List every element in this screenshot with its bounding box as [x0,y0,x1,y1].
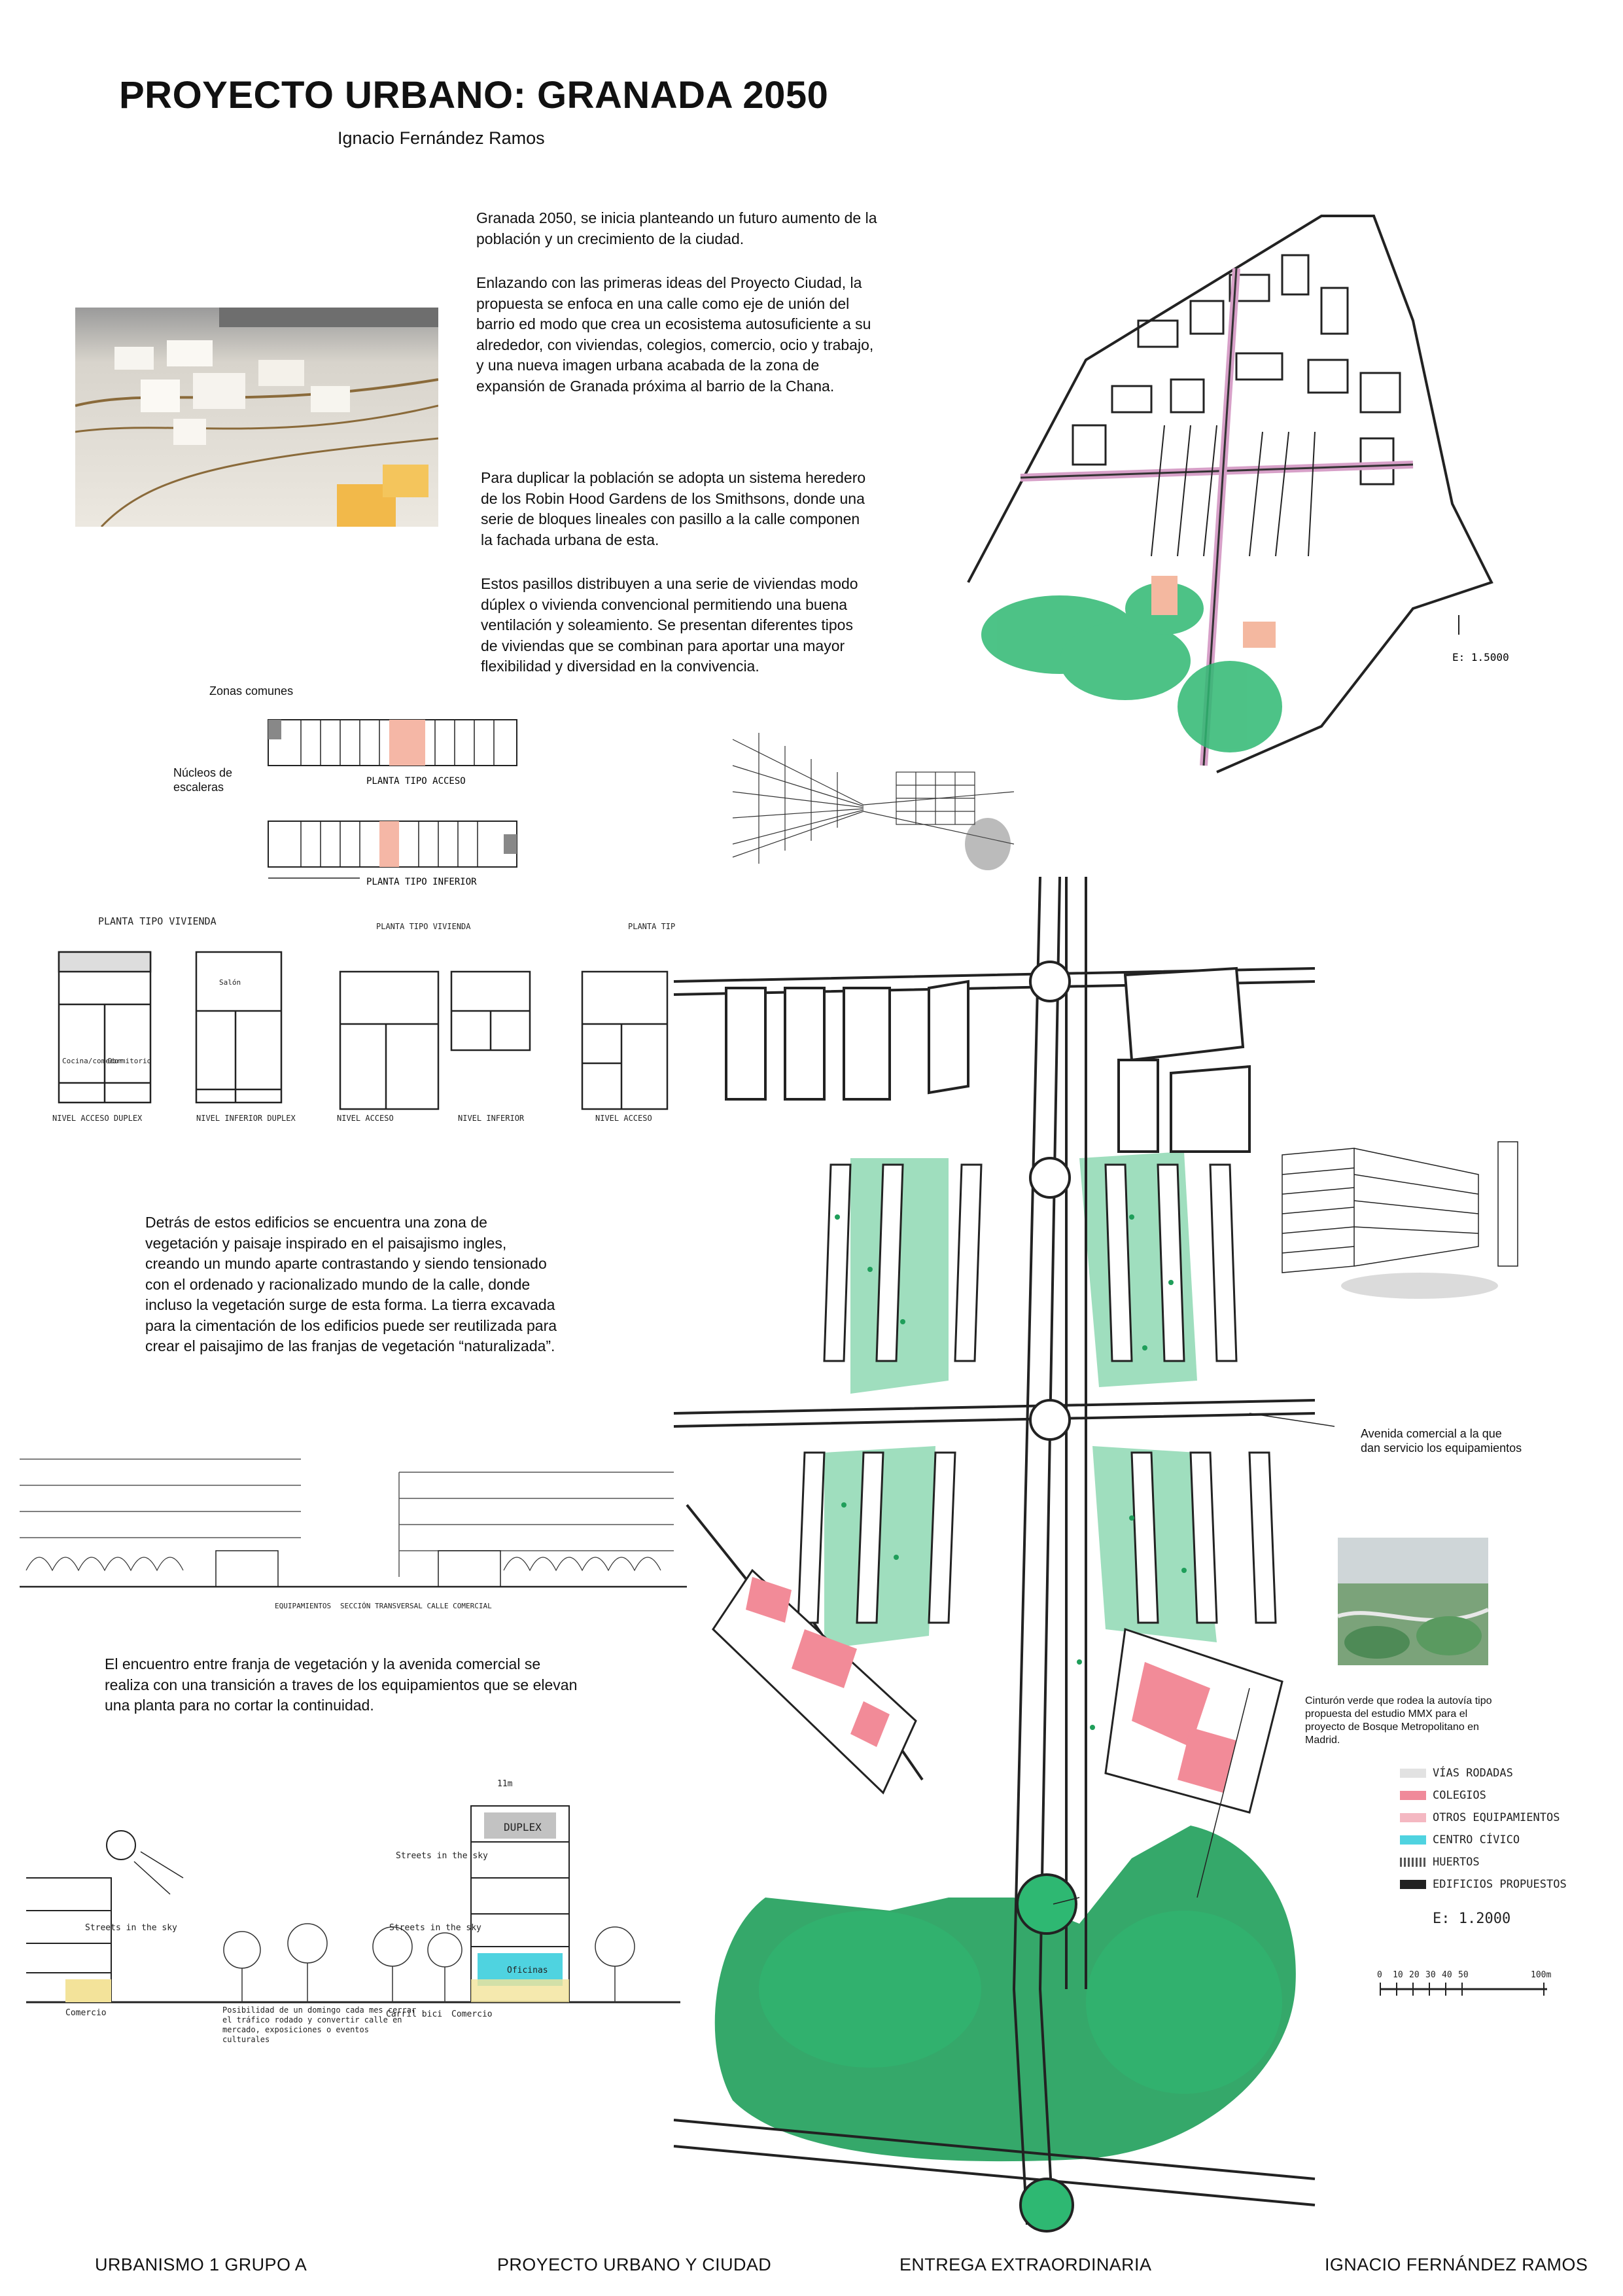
footer-delivery: ENTREGA EXTRAORDINARIA [899,2255,1152,2274]
section-label-equipamientos: EQUIPAMIENTOS [275,1602,331,1610]
dormitorio-label: Dormitorio [108,1057,151,1065]
scale-tick: 20 [1409,1970,1420,1980]
planta-vivienda-2: PLANTA TIPO VIVIENDA [376,922,471,931]
comercio-label-2: Comercio [451,2009,493,2019]
oficinas-label: Oficinas [507,1966,548,1975]
top-plan-scale: E: 1.5000 [1452,651,1509,663]
intro-paragraph-2: Enlazando con las primeras ideas del Pro… [476,274,874,395]
streets-sky-label-2: Streets in the sky [396,1851,488,1861]
legend-swatch [1400,1835,1426,1845]
legend-label: VÍAS RODADAS [1433,1767,1513,1780]
zonas-comunes-label: Zonas comunes [209,684,294,698]
corridor-perspective-sketch [732,733,1015,870]
intro-paragraph-1: Granada 2050, se inicia planteando un fu… [476,209,877,247]
planta-acceso-label: PLANTA TIPO ACCESO [366,776,466,786]
footer-course: URBANISMO 1 GRUPO A [95,2255,307,2274]
bosque-metropolitano-photo [1338,1538,1488,1665]
map-legend: VÍAS RODADAS COLEGIOS OTROS EQUIPAMIENTO… [1400,1767,1570,1927]
housing-text: Para duplicar la población se adopta un … [481,468,867,701]
planta-vivienda-3: PLANTA TIP [628,922,675,931]
scale-tick: 30 [1425,1970,1436,1980]
page-title: PROYECTO URBANO: GRANADA 2050 [119,74,829,116]
legend-item: HUERTOS [1400,1856,1570,1869]
building-perspective-sketch [1282,1141,1518,1299]
width-label: 11m [497,1779,513,1789]
legend-label: EDIFICIOS PROPUESTOS [1433,1878,1567,1891]
legend-item: OTROS EQUIPAMIENTOS [1400,1811,1570,1824]
legend-swatch [1400,1769,1426,1778]
scale-tick: 40 [1442,1970,1452,1980]
footer-subject: PROYECTO URBANO Y CIUDAD [497,2255,772,2274]
streets-sky-label-3: Streets in the sky [389,1923,481,1933]
dwelling-floor-plans: PLANTA TIPO VIVIENDA PLANTA TIPO VIVIEND… [52,915,675,1123]
legend-label: CENTRO CÍVICO [1433,1833,1520,1846]
planta-vivienda-1: PLANTA TIPO VIVIENDA [98,915,217,927]
scale-tick: 100m [1531,1970,1551,1980]
access-plan-drawing: PLANTA TIPO ACCESO PLANTA TIPO INFERIOR [268,719,517,887]
legend-item: EDIFICIOS PROPUESTOS [1400,1878,1570,1891]
scale-tick: 50 [1458,1970,1469,1980]
author-name: Ignacio Fernández Ramos [338,128,545,148]
carril-bici-label: Carril bici [386,2009,442,2019]
planta-inferior-label: PLANTA TIPO INFERIOR [366,877,477,887]
vegetation-paragraph: Detrás de estos edificios se encuentra u… [145,1214,557,1354]
legend-swatch [1400,1791,1426,1800]
model-photo [75,308,438,527]
legend-item: VÍAS RODADAS [1400,1767,1570,1780]
intro-text: Granada 2050, se inicia planteando un fu… [476,208,882,420]
nivel-acceso-duplex: NIVEL ACCESO DUPLEX [52,1114,143,1123]
scale-bar: 0 10 20 30 40 50 100m [1377,1970,1551,1996]
legend-scale: E: 1.2000 [1433,1911,1511,1927]
salon-label: Salón [219,978,241,987]
nucleos-label: Núcleos de escaleras [173,766,233,794]
legend-label: HUERTOS [1433,1856,1480,1869]
section-label-calle: SECCIÓN TRANSVERSAL CALLE COMERCIAL [340,1602,492,1610]
legend-item: CENTRO CÍVICO [1400,1833,1570,1846]
nivel-acceso-label-2: NIVEL ACCESO [595,1114,652,1123]
housing-paragraph-1: Para duplicar la población se adopta un … [481,469,866,548]
legend-item: COLEGIOS [1400,1789,1570,1802]
nivel-inferior-label: NIVEL INFERIOR [458,1114,525,1123]
commercial-street-section: 11m DUPLEX Oficinas Streets in the sky S… [26,1779,680,2044]
cinturon-annotation: Cinturón verde que rodea la autovía tipo… [1305,1695,1492,1746]
street-section-elevation: EQUIPAMIENTOS SECCIÓN TRANSVERSAL CALLE … [20,1458,687,1610]
comercio-label-1: Comercio [65,2008,107,2018]
nivel-acceso-label: NIVEL ACCESO [337,1114,394,1123]
legend-swatch [1400,1880,1426,1889]
streets-sky-label-1: Streets in the sky [85,1923,177,1933]
transition-text: El encuentro entre franja de vegetación … [105,1654,589,1740]
scale-tick: 0 [1377,1970,1382,1980]
avenida-annotation: Avenida comercial a la que dan servicio … [1361,1427,1522,1455]
vegetation-text: Detrás de estos edificios se encuentra u… [145,1212,564,1381]
duplex-label: DUPLEX [504,1821,542,1833]
transition-paragraph: El encuentro entre franja de vegetación … [105,1655,578,1714]
site-plan-drawing: E: 1.5000 [967,215,1509,773]
scale-tick: 10 [1393,1970,1403,1980]
housing-paragraph-2: Estos pasillos distribuyen a una serie d… [481,575,858,675]
legend-swatch [1400,1813,1426,1822]
cocina-label: Cocina/comedor [62,1057,123,1065]
nivel-inferior-duplex: NIVEL INFERIOR DUPLEX [196,1114,296,1123]
legend-label: OTROS EQUIPAMIENTOS [1433,1811,1560,1824]
legend-swatch [1400,1858,1426,1867]
legend-label: COLEGIOS [1433,1789,1486,1802]
section-note: Posibilidad de un domingo cada mes cerra… [222,2005,417,2044]
footer-author: IGNACIO FERNÁNDEZ RAMOS [1325,2255,1588,2274]
masterplan-drawing [673,876,1335,2233]
